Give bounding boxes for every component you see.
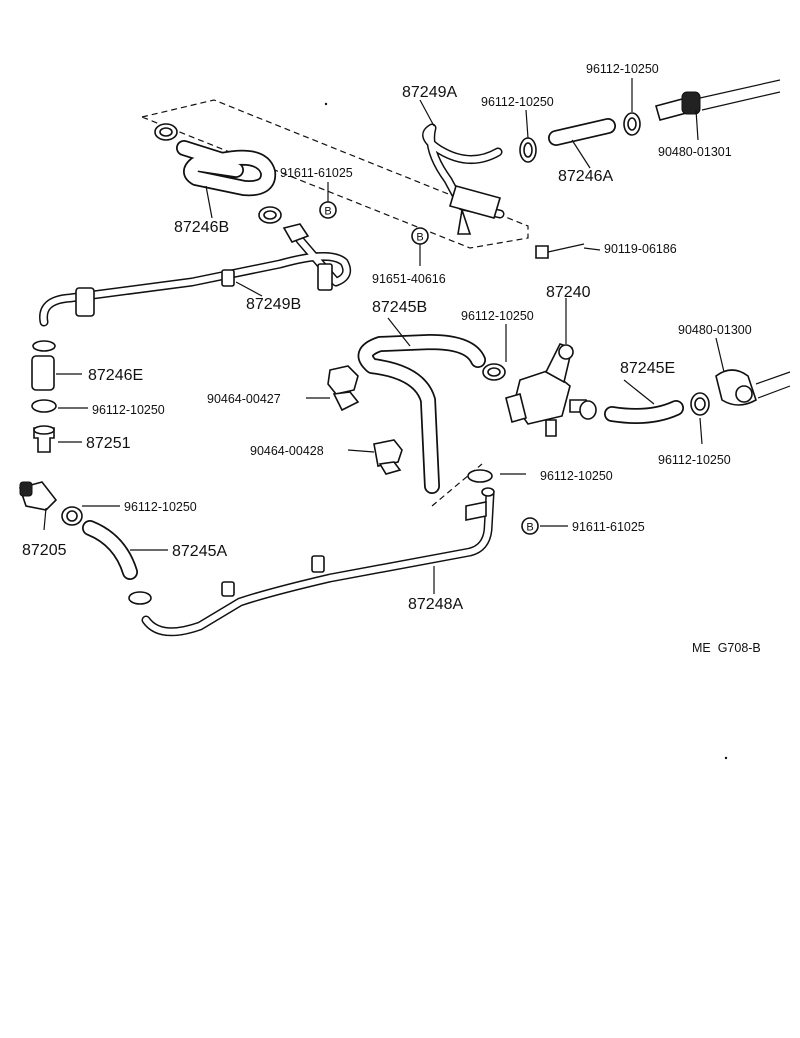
pipe-87248A[interactable] (141, 487, 495, 637)
bolt-marker-91611-bottom[interactable]: B (521, 517, 539, 535)
clamp-87246E-top[interactable] (32, 340, 56, 352)
svg-text:B: B (416, 232, 423, 244)
label-96112-c: 96112-10250 (461, 309, 534, 323)
valve-87251[interactable] (33, 425, 55, 453)
label-90464-00428: 90464-00428 (250, 444, 324, 458)
label-96112-a: 96112-10250 (481, 95, 554, 109)
label-87248A: 87248A (408, 596, 463, 613)
bolt-90119-06186[interactable] (535, 243, 585, 259)
label-96112-g: 96112-10250 (124, 500, 197, 514)
fitting-90480-01300[interactable] (715, 369, 791, 406)
scan-speck (724, 756, 728, 760)
hose-87246B[interactable] (176, 140, 277, 197)
label-91611-top: 91611-61025 (280, 166, 353, 180)
clamp-upper-left[interactable] (519, 137, 537, 163)
label-90480-01301: 90480-01301 (658, 145, 732, 159)
svg-text:B: B (324, 206, 331, 218)
valve-87240[interactable] (505, 343, 587, 437)
clip-90464-00428[interactable] (373, 439, 403, 475)
pipe-87249A[interactable] (422, 123, 505, 235)
label-90464-00427: 90464-00427 (207, 392, 281, 406)
bolt-marker-91611-top[interactable]: B (319, 201, 337, 219)
clamp-upper-right[interactable] (623, 112, 641, 136)
leader-lines (43, 78, 725, 594)
label-87205: 87205 (22, 542, 67, 559)
label-87240: 87240 (546, 284, 591, 301)
bolt-marker-91651[interactable]: B (411, 227, 429, 245)
clamp-87246B-top[interactable] (154, 123, 178, 141)
svg-text:B: B (526, 522, 533, 534)
label-87246E: 87246E (88, 367, 143, 384)
clamp-87245A-top[interactable] (61, 506, 83, 526)
scan-speck (324, 102, 328, 106)
clamp-87245B-lower[interactable] (467, 469, 493, 483)
hose-87245A[interactable] (82, 520, 138, 580)
hose-87246A[interactable] (548, 118, 616, 146)
clamp-87245B-upper[interactable] (482, 363, 506, 381)
clamp-87245A-bottom[interactable] (128, 591, 152, 605)
hose-87246E[interactable] (31, 355, 55, 391)
label-87249A: 87249A (402, 84, 457, 101)
label-91651: 91651-40616 (372, 272, 446, 286)
label-87251: 87251 (86, 435, 131, 452)
label-90480-01300: 90480-01300 (678, 323, 752, 337)
clamp-87246B-bottom[interactable] (258, 206, 282, 224)
clamp-87245E-right[interactable] (690, 392, 710, 416)
label-96112-b: 96112-10250 (586, 62, 659, 76)
fitting-87205[interactable] (18, 481, 58, 511)
assembly-outline (141, 99, 529, 249)
clamp-87246E-bottom[interactable] (31, 399, 57, 413)
label-87249B: 87249B (246, 296, 301, 313)
label-91611-bottom: 91611-61025 (572, 520, 645, 534)
diagram-code: ME G708-B (692, 641, 761, 655)
label-96112-f: 96112-10250 (540, 469, 613, 483)
label-87246B: 87246B (174, 219, 229, 236)
hose-87245B[interactable] (357, 334, 486, 494)
clip-90464-00427[interactable] (327, 365, 360, 412)
labels: 87249A 96112-10250 96112-10250 87246A 90… (22, 62, 761, 655)
pipe-87249B[interactable] (39, 223, 352, 327)
label-87245E: 87245E (620, 360, 675, 377)
label-90119: 90119-06186 (604, 242, 677, 256)
fitting-90480-01301[interactable] (655, 79, 781, 121)
label-96112-e: 96112-10250 (92, 403, 165, 417)
label-96112-d: 96112-10250 (658, 453, 731, 467)
hose-87245E[interactable] (604, 400, 684, 424)
label-87245B: 87245B (372, 299, 427, 316)
label-87246A: 87246A (558, 168, 613, 185)
clamp-87245E-left[interactable] (579, 400, 597, 420)
label-87245A: 87245A (172, 543, 227, 560)
